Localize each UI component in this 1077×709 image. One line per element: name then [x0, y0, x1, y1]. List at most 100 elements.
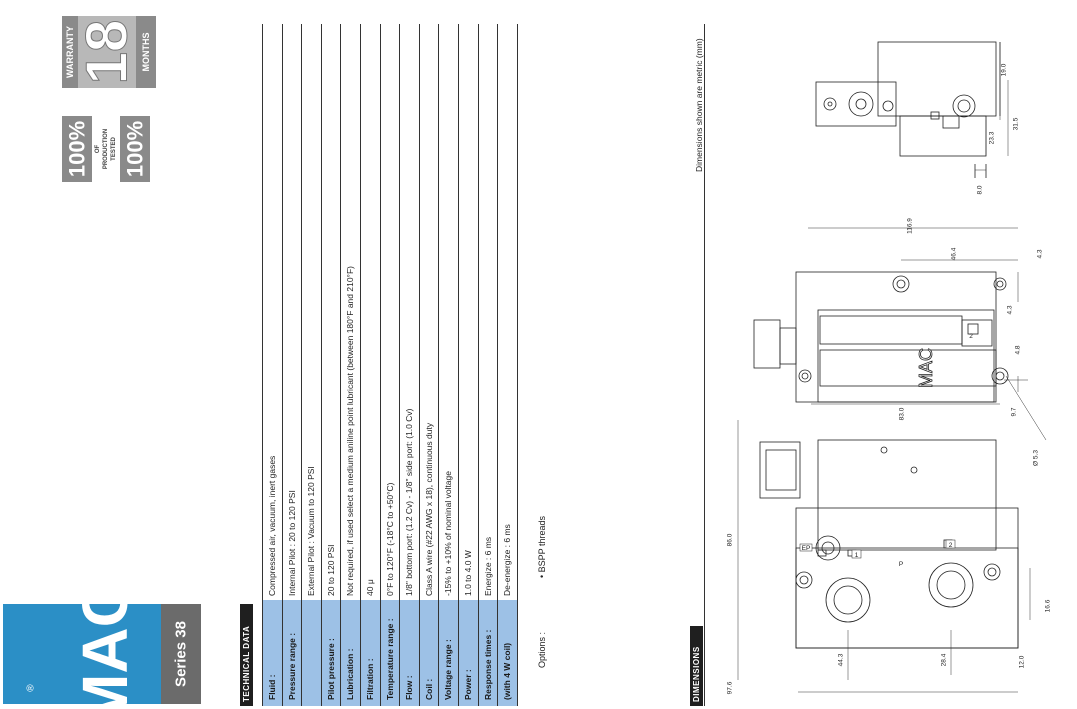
dimension-label: 4.8	[1015, 345, 1022, 354]
percent-left-bg	[62, 116, 92, 182]
warranty-badge: WARRANTY 18 MONTHS	[62, 16, 156, 88]
label-cell	[361, 600, 380, 706]
row-label: Voltage range :	[443, 639, 454, 700]
row-value: 1/8" bottom port: (1.2 Cv) - 1/8" side p…	[404, 408, 415, 596]
technical-data-header: TECHNICAL DATA	[240, 604, 253, 706]
dimension-label: 83.0	[899, 407, 906, 420]
series-grey-panel	[161, 604, 201, 704]
label-cell	[459, 600, 478, 706]
warranty-number-bg	[78, 16, 136, 88]
row-value: 1.0 to 4.0 W	[463, 550, 473, 596]
row-label: Filtration :	[365, 658, 375, 700]
port-ep-label: EP	[802, 545, 811, 552]
row-value: Internal Pilot : 20 to 120 PSI	[286, 490, 297, 596]
side-port-2-label: 2	[969, 333, 973, 340]
dimension-label: 9.7	[1011, 407, 1018, 416]
row-value: Energize : 6 ms	[482, 536, 493, 596]
row-value: Class A wire (#22 AWG x 18), continuous …	[423, 422, 434, 596]
dimensions-header: DIMENSIONS	[690, 626, 703, 706]
top-view	[815, 41, 1001, 178]
percent-right: 100%	[123, 121, 148, 177]
row-value: 40 μ	[365, 579, 375, 596]
dimension-label: 116.9	[907, 218, 914, 234]
dimension-label: 4.3	[1037, 249, 1044, 258]
row-separator	[458, 24, 459, 706]
options-label: Options :	[537, 631, 547, 668]
series-label: Series 38	[173, 621, 190, 687]
row-separator	[438, 24, 440, 706]
label-cell	[419, 600, 439, 706]
logo-text: MAC	[69, 604, 141, 704]
warranty-label: WARRANTY	[65, 26, 75, 78]
row-label: (with 4 W coil)	[502, 642, 513, 700]
row-label: Temperature range :	[384, 618, 395, 700]
row-separator	[399, 24, 401, 706]
row-separator	[262, 24, 263, 706]
percent-right-bg	[120, 116, 150, 182]
row-label: Fluid :	[267, 674, 277, 701]
row-label: Lubrication :	[345, 648, 356, 700]
dimension-label: 16.6	[1045, 599, 1052, 612]
row-separator	[418, 24, 420, 706]
row-separator	[360, 24, 361, 706]
row-separator	[477, 24, 479, 706]
row-separator	[281, 24, 283, 706]
front-view	[759, 439, 1019, 649]
body-mac-logo: MAC	[916, 348, 936, 388]
side-view	[753, 271, 1009, 403]
row-separator	[301, 24, 303, 706]
label-cell	[380, 600, 400, 706]
brand-logo-block: MAC ® Series 38	[3, 581, 201, 709]
dimension-label: 97.6	[727, 681, 734, 694]
logo-blue-panel	[3, 604, 161, 704]
options-value: • BSPP threads	[537, 515, 547, 578]
warranty-number: 18	[75, 20, 140, 85]
row-value: 0°F to 120°F (-18°C to +50°C)	[384, 482, 395, 596]
label-cell	[498, 600, 517, 706]
dimension-label: 44.3	[838, 653, 845, 666]
production-line1: OF	[95, 145, 101, 154]
production-line2: PRODUCTION	[103, 129, 109, 169]
metric-note: Dimensions shown are metric (mm)	[694, 38, 704, 172]
row-label: Response times :	[482, 629, 493, 700]
dimension-label: 46.4	[951, 247, 958, 260]
dimension-label: 4.3	[1007, 305, 1014, 314]
label-cell	[302, 600, 321, 706]
months-label: MONTHS	[141, 33, 151, 72]
dimension-label: 19.0	[1001, 63, 1008, 76]
production-tested-badge: 100% OF PRODUCTION TESTED 100%	[62, 116, 150, 182]
label-cell	[263, 600, 282, 706]
row-label: Flow :	[404, 675, 415, 700]
port-p-label: P	[899, 561, 903, 568]
label-cell	[439, 600, 458, 706]
row-separator	[516, 24, 518, 706]
row-label: Coil :	[423, 678, 434, 700]
percent-left: 100%	[65, 121, 90, 177]
row-label: Power :	[463, 669, 473, 700]
warranty-band	[62, 16, 78, 88]
row-value: Not required, if used select a medium an…	[345, 266, 356, 596]
dimension-label: 12.0	[1019, 655, 1026, 668]
row-separator	[379, 24, 381, 706]
dimension-label: 28.4	[941, 653, 948, 666]
label-cell	[400, 600, 419, 706]
dimension-label: 31.5	[1013, 117, 1020, 130]
months-band	[136, 16, 156, 88]
row-value: Compressed air, vacuum, inert gases	[267, 455, 277, 596]
dimensions-rule	[704, 24, 705, 706]
dimension-label: 8.0	[977, 185, 984, 194]
label-cell	[282, 600, 302, 706]
label-cell	[321, 600, 341, 706]
dimension-label: Ø 5.3	[1033, 450, 1040, 466]
row-value: 20 to 120 PSI	[325, 544, 336, 596]
row-separator	[340, 24, 342, 706]
production-line3: TESTED	[111, 137, 117, 161]
port-2-label: 2	[949, 542, 953, 549]
row-value: External Pilot : Vacuum to 120 PSI	[306, 466, 317, 596]
row-value: De-energize : 6 ms	[502, 524, 513, 596]
label-cell	[478, 600, 498, 706]
row-label: Pilot pressure :	[325, 638, 336, 700]
registered-mark: ®	[26, 684, 37, 692]
dimension-label: 23.3	[989, 131, 996, 144]
